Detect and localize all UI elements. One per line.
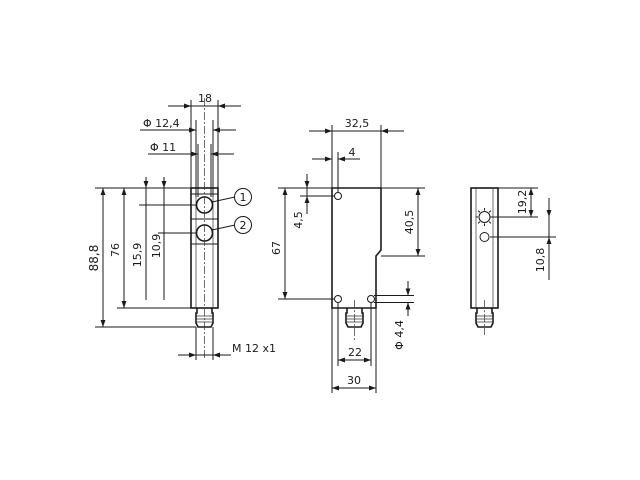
callout-2-circle <box>234 216 252 234</box>
side-housing <box>331 187 382 309</box>
dim-total-height: 88,8 <box>87 245 101 272</box>
front-view: 18 Φ 12,4 Φ 11 88,8 76 15,9 10,9 <box>87 92 276 360</box>
dim-pos-1: 19,2 <box>516 190 529 215</box>
mount-hole-bottom-left <box>334 295 342 303</box>
dim-side-height: 67 <box>270 241 283 255</box>
dim-offset-2: 10,9 <box>150 234 163 259</box>
dim-lens-dia: Φ 12,4 <box>143 117 180 130</box>
dim-hole-dia: Φ 4,4 <box>393 320 406 350</box>
side-view: 32,5 4 4,5 67 40,5 Φ 4,4 22 <box>270 117 425 393</box>
dim-inner-dia: Φ 11 <box>150 141 176 154</box>
dim-step-height: 40,5 <box>403 210 416 235</box>
back-connector <box>475 308 494 328</box>
dim-top-offset: 4 <box>349 146 356 159</box>
indicator-led-icon <box>479 232 490 242</box>
mount-hole-bottom-right <box>367 295 375 303</box>
callout-2-label: 2 <box>240 219 247 232</box>
side-connector <box>345 308 364 328</box>
dim-thread: M 12 x1 <box>232 342 276 355</box>
dim-offset-1: 15,9 <box>131 243 144 268</box>
back-view: 19,2 10,8 <box>470 187 556 335</box>
mount-hole-top <box>334 192 342 200</box>
dim-connector-width: 22 <box>348 346 362 359</box>
back-housing <box>470 187 499 309</box>
callout-1-circle <box>234 188 252 206</box>
dim-pos-2: 10,8 <box>534 248 547 273</box>
dim-base-width: 30 <box>347 374 361 387</box>
dim-front-width: 18 <box>198 92 212 105</box>
callout-1-label: 1 <box>240 191 247 204</box>
dim-side-depth: 32,5 <box>345 117 370 130</box>
dim-hole-offset: 4,5 <box>292 211 305 229</box>
dim-body-height: 76 <box>109 243 122 257</box>
